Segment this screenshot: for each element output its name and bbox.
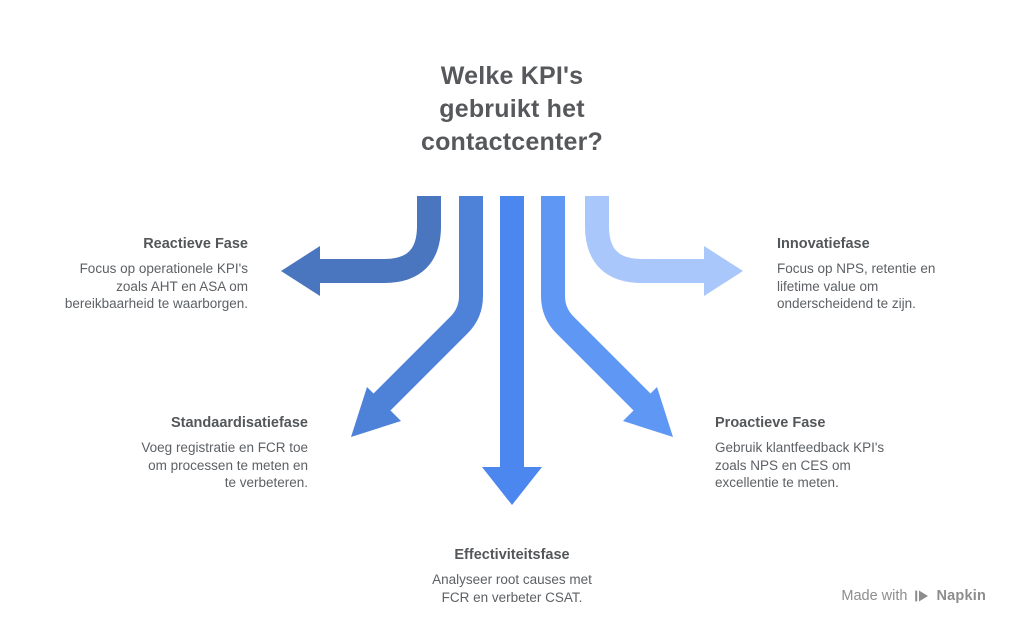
made-with-label: Made with (841, 588, 908, 604)
section-proactieve-title: Proactieve Fase (715, 415, 826, 431)
arrow-standaardisatie-head (351, 387, 401, 437)
section-proactieve-body: Gebruik klantfeedback KPI's zoals NPS en… (715, 440, 885, 490)
section-effectiviteit-body: Analyseer root causes met FCR en verbete… (432, 572, 592, 605)
arrow-innovatie-shaft (585, 196, 704, 283)
page-title: Welke KPI's gebruikt het contactcenter? (420, 62, 603, 156)
section-reactieve-title: Reactieve Fase (143, 236, 248, 252)
arrow-effectiviteit-head (482, 467, 542, 505)
arrow-fills (281, 196, 743, 505)
arrow-reactieve-shaft (320, 196, 441, 283)
arrow-proactieve-head (623, 387, 673, 437)
section-innovatie-title: Innovatiefase (777, 236, 870, 252)
arrow-proactieve-shaft (541, 196, 653, 413)
section-effectiviteit-title: Effectiviteitsfase (454, 547, 570, 563)
section-standaardisatie-body: Voeg registratie en FCR toe om processen… (141, 440, 308, 490)
napkin-logo-icon (915, 590, 929, 602)
napkin-brand-label: Napkin (936, 588, 986, 604)
section-proactieve-fase: Proactieve Fase Gebruik klantfeedback KP… (715, 415, 945, 492)
section-standaardisatie-title: Standaardisatiefase (170, 415, 308, 431)
section-reactieve-body: Focus op operationele KPI's zoals AHT en… (64, 261, 248, 311)
arrow-innovatie-head (704, 246, 743, 296)
arrow-standaardisatie-shaft (371, 196, 483, 413)
section-standaardisatiefase: Standaardisatiefase Voeg registratie en … (78, 415, 308, 492)
section-innovatie-body: Focus op NPS, retentie en lifetime value… (777, 261, 936, 311)
arrow-reactieve-head (281, 246, 320, 296)
made-with-napkin-badge[interactable]: Made with Napkin (841, 588, 986, 604)
section-effectiviteitsfase: Effectiviteitsfase Analyseer root causes… (0, 547, 1024, 606)
section-reactieve-fase: Reactieve Fase Focus op operationele KPI… (18, 236, 248, 313)
section-innovatiefase: Innovatiefase Focus op NPS, retentie en … (777, 236, 1007, 313)
